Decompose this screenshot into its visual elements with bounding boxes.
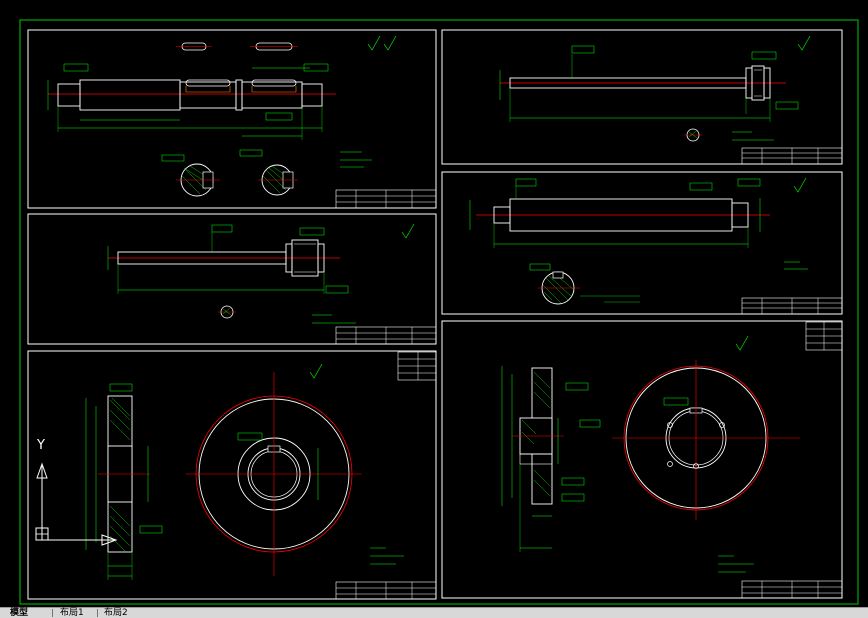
- tab-separator: [97, 609, 98, 617]
- tab-layout2[interactable]: 布局2: [104, 608, 128, 618]
- sheet-shaft-keyway[interactable]: [27, 29, 437, 209]
- sheet-gear-splined[interactable]: [27, 350, 437, 600]
- ucs-y-label: Y: [36, 438, 45, 453]
- sheet-long-shaft[interactable]: [441, 29, 843, 165]
- tab-separator: [52, 609, 53, 617]
- layout-tab-bar: 模型 布局1 布局2: [0, 607, 868, 618]
- sheet-stepped-shaft[interactable]: [27, 213, 437, 345]
- drawing-frame: [19, 19, 859, 605]
- sheet-plain-shaft[interactable]: [441, 171, 843, 315]
- tab-layout1[interactable]: 布局1: [60, 608, 84, 618]
- sheet-gear-holes[interactable]: [441, 320, 843, 599]
- ucs-axis-icon: Y: [35, 438, 118, 546]
- tab-model[interactable]: 模型: [10, 608, 29, 618]
